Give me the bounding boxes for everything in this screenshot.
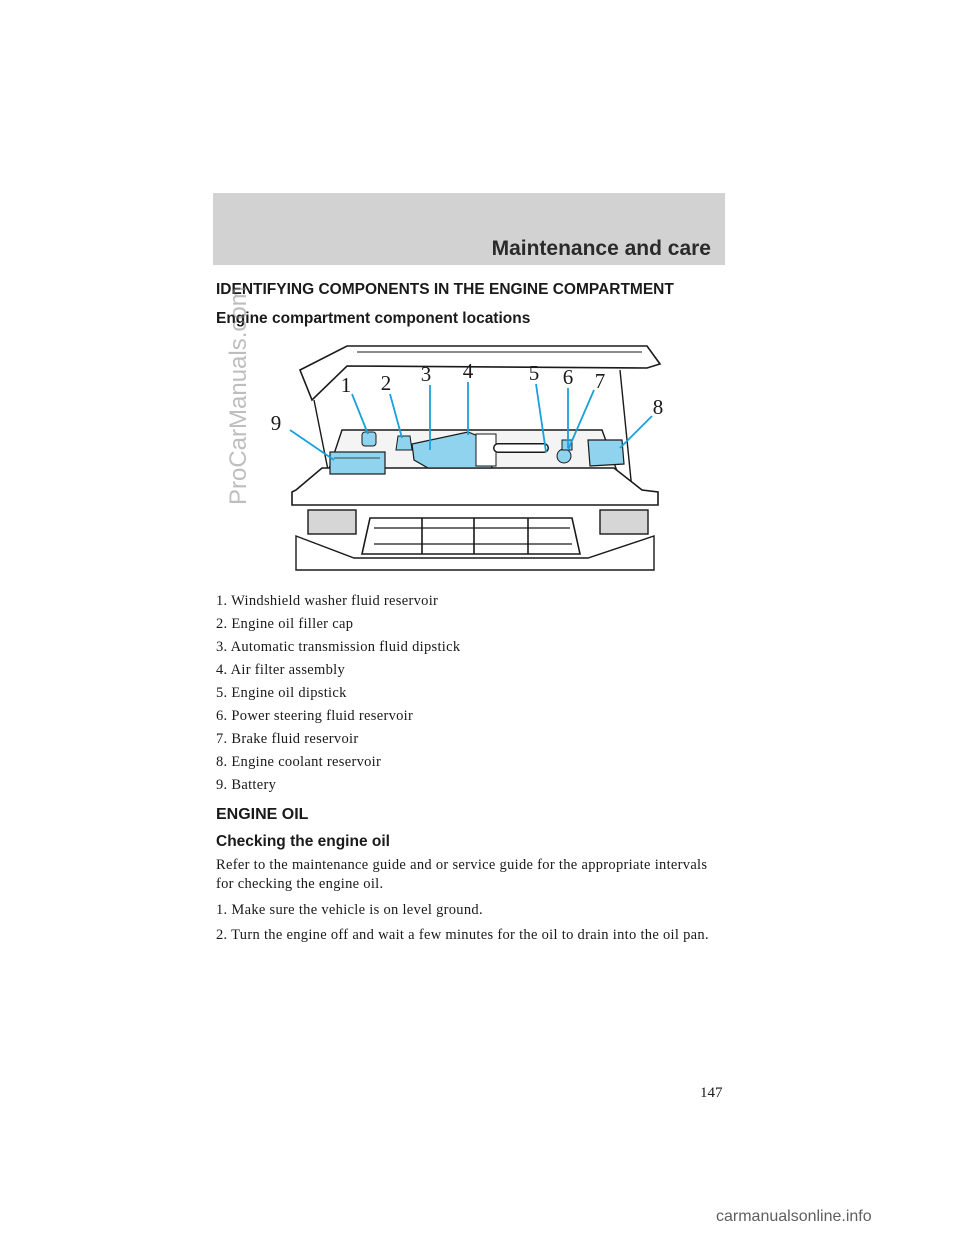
- legend-item: 4. Air filter assembly: [216, 662, 346, 678]
- grille: [361, 517, 581, 555]
- section-header-band: Maintenance and care: [213, 193, 725, 265]
- callout-leader-lines: [289, 382, 653, 461]
- coolant-reservoir-shape: [587, 439, 625, 467]
- page-number: 147: [700, 1085, 723, 1101]
- brake-reservoir-shape: [561, 439, 573, 451]
- side-watermark: ProCarManuals.com: [225, 286, 252, 505]
- bumper: [295, 534, 655, 571]
- legend-item: 6. Power steering fluid reservoir: [216, 708, 414, 724]
- legend-item: 1. Windshield washer fluid reservoir: [216, 593, 439, 609]
- legend-item: 5. Engine oil dipstick: [216, 685, 347, 701]
- engine-compartment-illustration: 1 2 3 4 5 6 7 8 9: [271, 345, 664, 571]
- power-steering-shape: [556, 448, 572, 464]
- checking-oil-subheading: Checking the engine oil: [216, 833, 390, 850]
- legend-item: 2. Engine oil filler cap: [216, 616, 354, 632]
- intro-paragraph: Refer to the maintenance guide and or se…: [216, 857, 708, 892]
- footer-watermark: carmanualsonline.info: [716, 1208, 872, 1225]
- right-headlamp: [599, 509, 649, 535]
- vehicle-body: [291, 467, 659, 506]
- left-headlamp: [307, 509, 357, 535]
- step-1: 1. Make sure the vehicle is on level gro…: [216, 902, 483, 918]
- washer-reservoir-shape: [361, 431, 377, 447]
- oil-filler-shape: [395, 435, 413, 451]
- callout-8: 8: [653, 395, 664, 419]
- hood-outline: [298, 345, 662, 402]
- callout-5: 5: [529, 361, 540, 385]
- callout-7: 7: [595, 369, 606, 393]
- legend-item: 9. Battery: [216, 777, 277, 793]
- battery-shape: [329, 451, 386, 475]
- figure-subheading: Engine compartment component locations: [216, 310, 531, 327]
- page-heading: IDENTIFYING COMPONENTS IN THE ENGINE COM…: [216, 281, 674, 298]
- component-legend: 1. Windshield washer fluid reservoir 2. …: [216, 590, 460, 797]
- section-title: Maintenance and care: [491, 237, 711, 260]
- callout-9: 9: [271, 411, 282, 435]
- legend-item: 3. Automatic transmission fluid dipstick: [216, 639, 461, 655]
- callout-2: 2: [381, 371, 392, 395]
- step-2: 2. Turn the engine off and wait a few mi…: [216, 927, 709, 943]
- callout-4: 4: [463, 359, 474, 383]
- callout-6: 6: [563, 365, 574, 389]
- legend-item: 7. Brake fluid reservoir: [216, 731, 359, 747]
- callout-1: 1: [341, 373, 352, 397]
- legend-item: 8. Engine coolant reservoir: [216, 754, 382, 770]
- engine-oil-heading: ENGINE OIL: [216, 806, 309, 823]
- callout-3: 3: [421, 362, 432, 386]
